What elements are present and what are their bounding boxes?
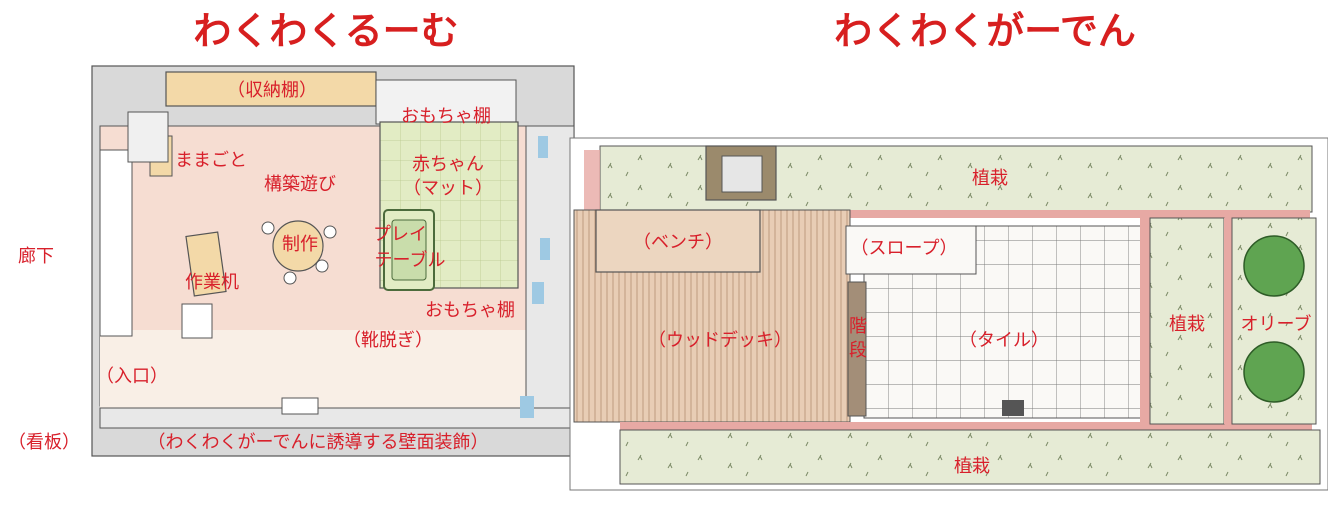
toy-shelf-top [375,79,517,125]
olive-label: オリーブ [1241,313,1312,335]
wood-deck-label: （ウッドデッキ） [648,330,792,351]
tree-icon [1243,235,1305,297]
play-table-inner [391,219,427,281]
bottom-wall [99,407,575,429]
planting-right-label: 植栽 [1169,314,1205,335]
stairs-label-line2: 段 [849,340,867,361]
window-1 [538,136,548,158]
craft-table [272,220,324,272]
entrance-floor [100,330,574,408]
storage-shelf-label: （収納棚） [227,80,317,101]
stairs-label-line1: 階 [849,316,867,337]
entrance-label: （入口） [96,366,168,387]
left-edge-strip [584,150,600,216]
baby-label-line2: （マット） [403,178,493,199]
work-desk-side [181,303,213,339]
corner-bench [127,111,169,163]
house-play-label: ままごと [175,150,247,171]
tile-label: （タイル） [959,330,1049,351]
play-table-label-line1: プレイ [373,224,427,245]
sign-object [281,397,319,415]
planting-top-label: 植栽 [972,168,1008,189]
chair-1 [261,221,275,235]
play-table-label-line2: テーブル [375,249,446,271]
slope [845,225,977,275]
stairs [847,281,867,417]
slope-label: （スロープ） [851,238,958,259]
planting-bottom [619,429,1321,485]
tile-drain [1002,400,1024,416]
corridor-label: 廊下 [18,246,54,267]
work-desk-label: 作業机 [185,272,239,293]
building-play-label: 構築遊び [264,174,336,195]
room-right-wall [525,125,575,409]
planting-right [1149,217,1225,425]
bench-label: （ベンチ） [633,232,723,253]
window-3 [532,282,544,304]
chair-4 [315,259,329,273]
chair-2 [323,225,337,239]
left-cabinet [99,149,133,337]
planter-box-inner [721,155,763,193]
storage-shelf [165,71,377,107]
bottom-edge [620,422,1312,430]
baby-label-line1: 赤ちゃん [412,154,484,175]
toy-shelf-bottom-label: おもちゃ棚 [425,300,515,321]
window-4 [520,396,534,418]
top-edge [762,210,1310,218]
crafts-label: 制作 [282,234,318,255]
room-title: わくわくるーむ [193,9,458,53]
shoe-area-label: （靴脱ぎ） [343,330,433,351]
chair-3 [283,271,297,285]
window-2 [540,238,550,260]
right-edge-1 [1140,218,1150,424]
tree-icon [1243,341,1305,403]
planting-bottom-label: 植栽 [954,456,990,477]
toy-shelf-top-label: おもちゃ棚 [401,106,491,127]
right-edge-2 [1224,218,1232,424]
work-desk [185,231,227,297]
wall-decoration-label: （わくわくがーでんに誘導する壁面装飾） [148,432,489,453]
garden-title: わくわくがーでん [834,9,1136,53]
signboard-label: （看板） [8,432,80,453]
bench [595,209,761,273]
